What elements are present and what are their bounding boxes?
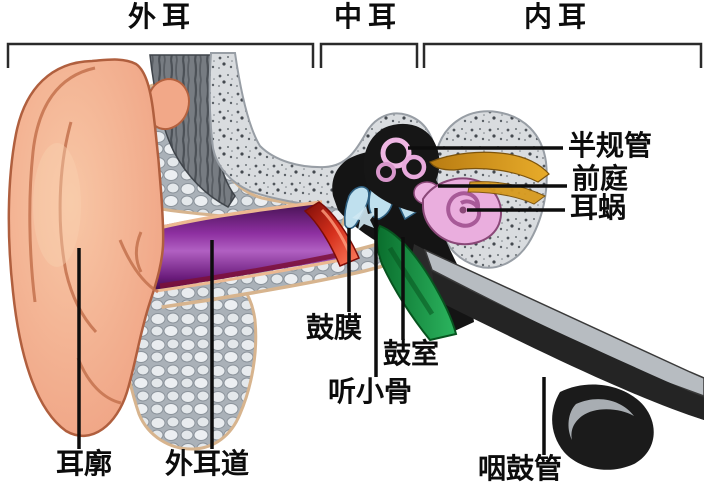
malleus-bone [343, 186, 370, 230]
leader-lines [77, 146, 567, 455]
cochlea-spiral [446, 191, 482, 228]
eardrum-group [303, 201, 360, 267]
tube-dark-band [432, 272, 704, 420]
part-label-semicircular-canals: 半规管 [568, 131, 653, 162]
part-label-tympanic-cavity: 鼓室 [382, 339, 440, 370]
pinna-shape [7, 58, 165, 438]
semicircular-canal-ring-2 [401, 154, 427, 180]
outer-ear-bracket [6, 42, 315, 68]
auditory-nerve-upper [429, 151, 550, 183]
region-label-middle-ear: 中耳 [333, 2, 403, 33]
part-label-eustachian-tube: 咽鼓管 [477, 454, 563, 485]
part-label-ear-canal: 外耳道 [164, 449, 250, 480]
cochlea-spiral-center [459, 206, 467, 214]
ossicle-flash [352, 206, 376, 230]
tube-bulb-highlight [568, 399, 634, 440]
part-label-ossicles: 听小骨 [327, 377, 413, 408]
eardrum-shape [303, 201, 360, 267]
pinna-group [7, 58, 190, 438]
eustachian-tube-group [410, 244, 704, 470]
inner-ear-bracket [422, 42, 703, 68]
tube-end-bulb [552, 384, 654, 470]
region-brackets [6, 42, 703, 68]
tube-silver-band [423, 248, 704, 397]
ear-canal-shape [128, 202, 354, 291]
region-label-inner-ear: 内耳 [523, 2, 593, 33]
part-label-cochlea: 耳蜗 [570, 193, 627, 224]
ear-canal-shadow [159, 249, 353, 289]
pinna-highlight [33, 143, 81, 267]
semicircular-canal-ring-3 [376, 162, 396, 182]
part-label-eardrum: 鼓膜 [305, 313, 363, 344]
ear-canal-group [127, 200, 357, 293]
eardrum-highlight [320, 208, 351, 253]
eustachian-green-streak [387, 246, 435, 316]
part-label-vestibule: 前庭 [572, 164, 629, 195]
semicircular-canal-ring-1 [380, 137, 412, 169]
eustachian-channel-group [375, 224, 458, 342]
ear-canal-skin-bottom [155, 255, 357, 293]
pinna-folds [28, 66, 159, 405]
middle-ear-bracket [319, 42, 419, 68]
region-label-outer-ear: 外耳 [127, 2, 197, 33]
part-label-auricle: 耳廓 [55, 449, 113, 480]
